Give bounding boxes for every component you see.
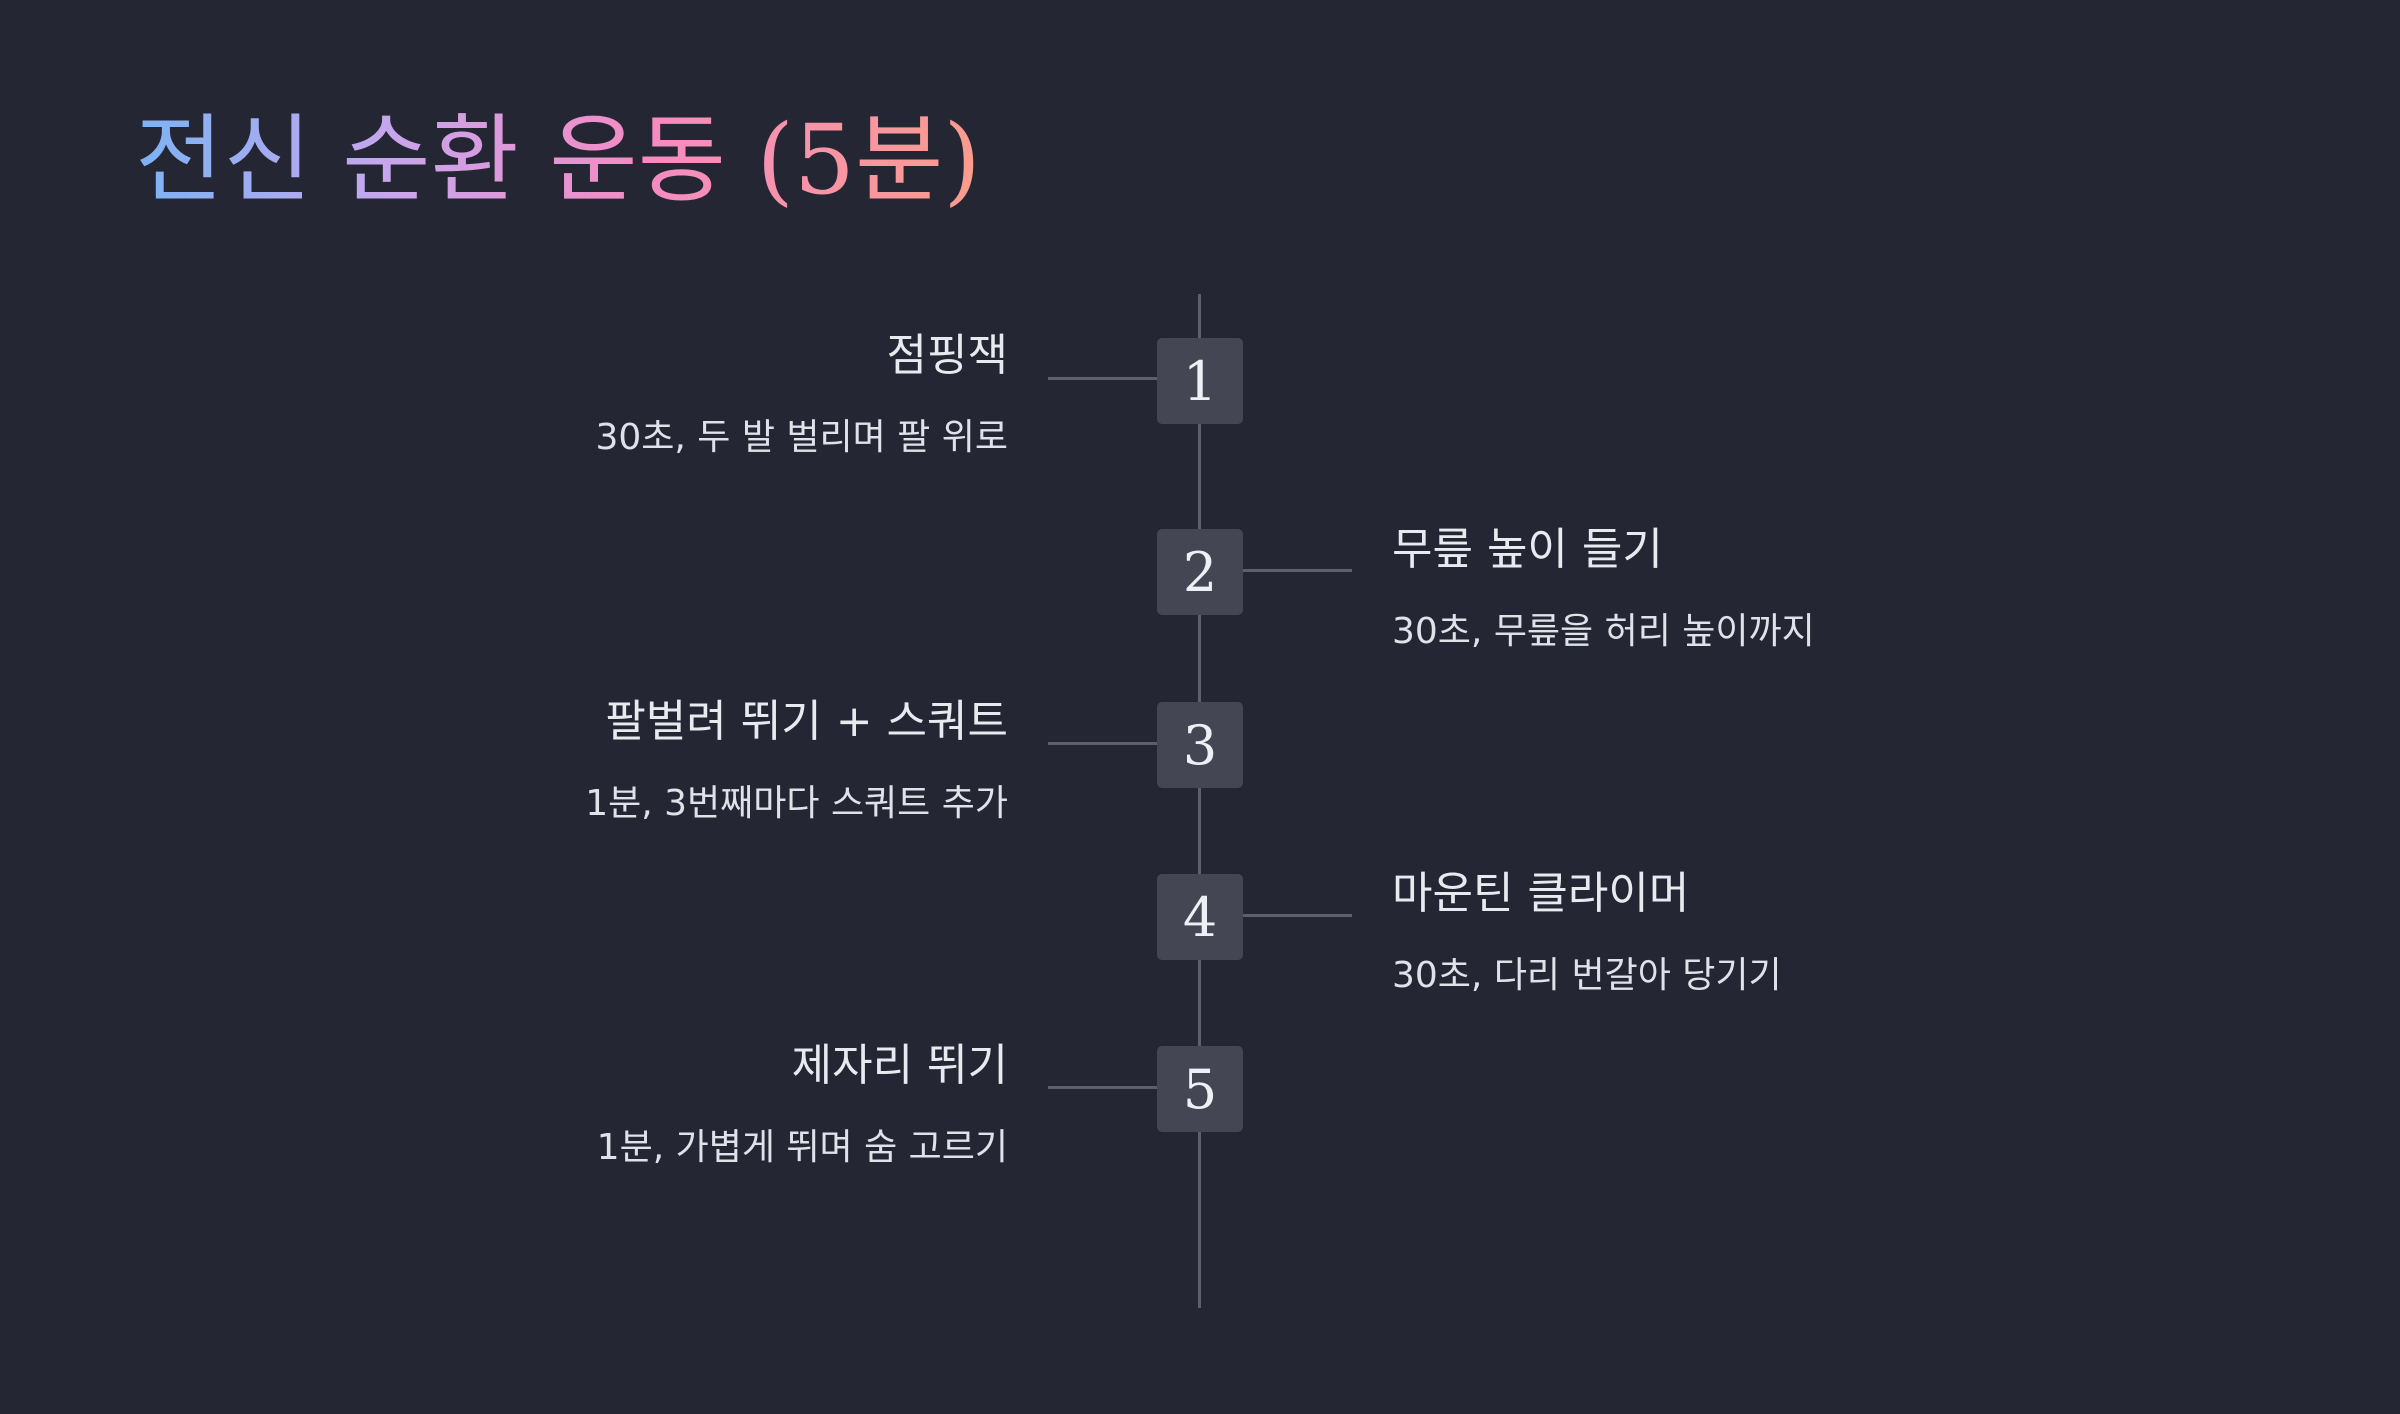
connector-2 [1242, 569, 1352, 572]
connector-1 [1048, 377, 1158, 380]
step-4-title: 마운틴 클라이머 [1392, 868, 1690, 919]
connector-3 [1048, 742, 1158, 745]
page-title: 전신 순환 운동 (5분) [135, 100, 981, 220]
step-1-title: 점핑잭 [886, 330, 1008, 381]
step-2: 무릎 높이 들기 30초, 무릎을 허리 높이까지 [1392, 522, 1815, 654]
step-4: 마운틴 클라이머 30초, 다리 번갈아 당기기 [1392, 866, 1782, 998]
step-4-description: 30초, 다리 번갈아 당기기 [1392, 955, 1782, 996]
timeline-spine [1198, 294, 1201, 1308]
step-2-title: 무릎 높이 들기 [1392, 524, 1663, 575]
step-5-title: 제자리 뛰기 [791, 1040, 1008, 1091]
step-number-4: 4 [1157, 874, 1243, 960]
step-number-1: 1 [1157, 338, 1243, 424]
step-3: 팔벌려 뛰기 + 스쿼트 1분, 3번째마다 스쿼트 추가 [585, 694, 1008, 826]
step-5: 제자리 뛰기 1분, 가볍게 뛰며 숨 고르기 [597, 1038, 1008, 1170]
step-2-description: 30초, 무릎을 허리 높이까지 [1392, 611, 1815, 652]
step-5-description: 1분, 가볍게 뛰며 숨 고르기 [596, 1127, 1008, 1168]
step-1-description: 30초, 두 발 벌리며 팔 위로 [595, 417, 1008, 458]
connector-5 [1048, 1086, 1158, 1089]
step-3-title: 팔벌려 뛰기 + 스쿼트 [605, 696, 1008, 747]
step-number-5: 5 [1157, 1046, 1243, 1132]
step-number-2: 2 [1157, 529, 1243, 615]
step-3-description: 1분, 3번째마다 스쿼트 추가 [585, 783, 1008, 824]
connector-4 [1242, 914, 1352, 917]
step-1: 점핑잭 30초, 두 발 벌리며 팔 위로 [595, 328, 1008, 460]
step-number-3: 3 [1157, 702, 1243, 788]
